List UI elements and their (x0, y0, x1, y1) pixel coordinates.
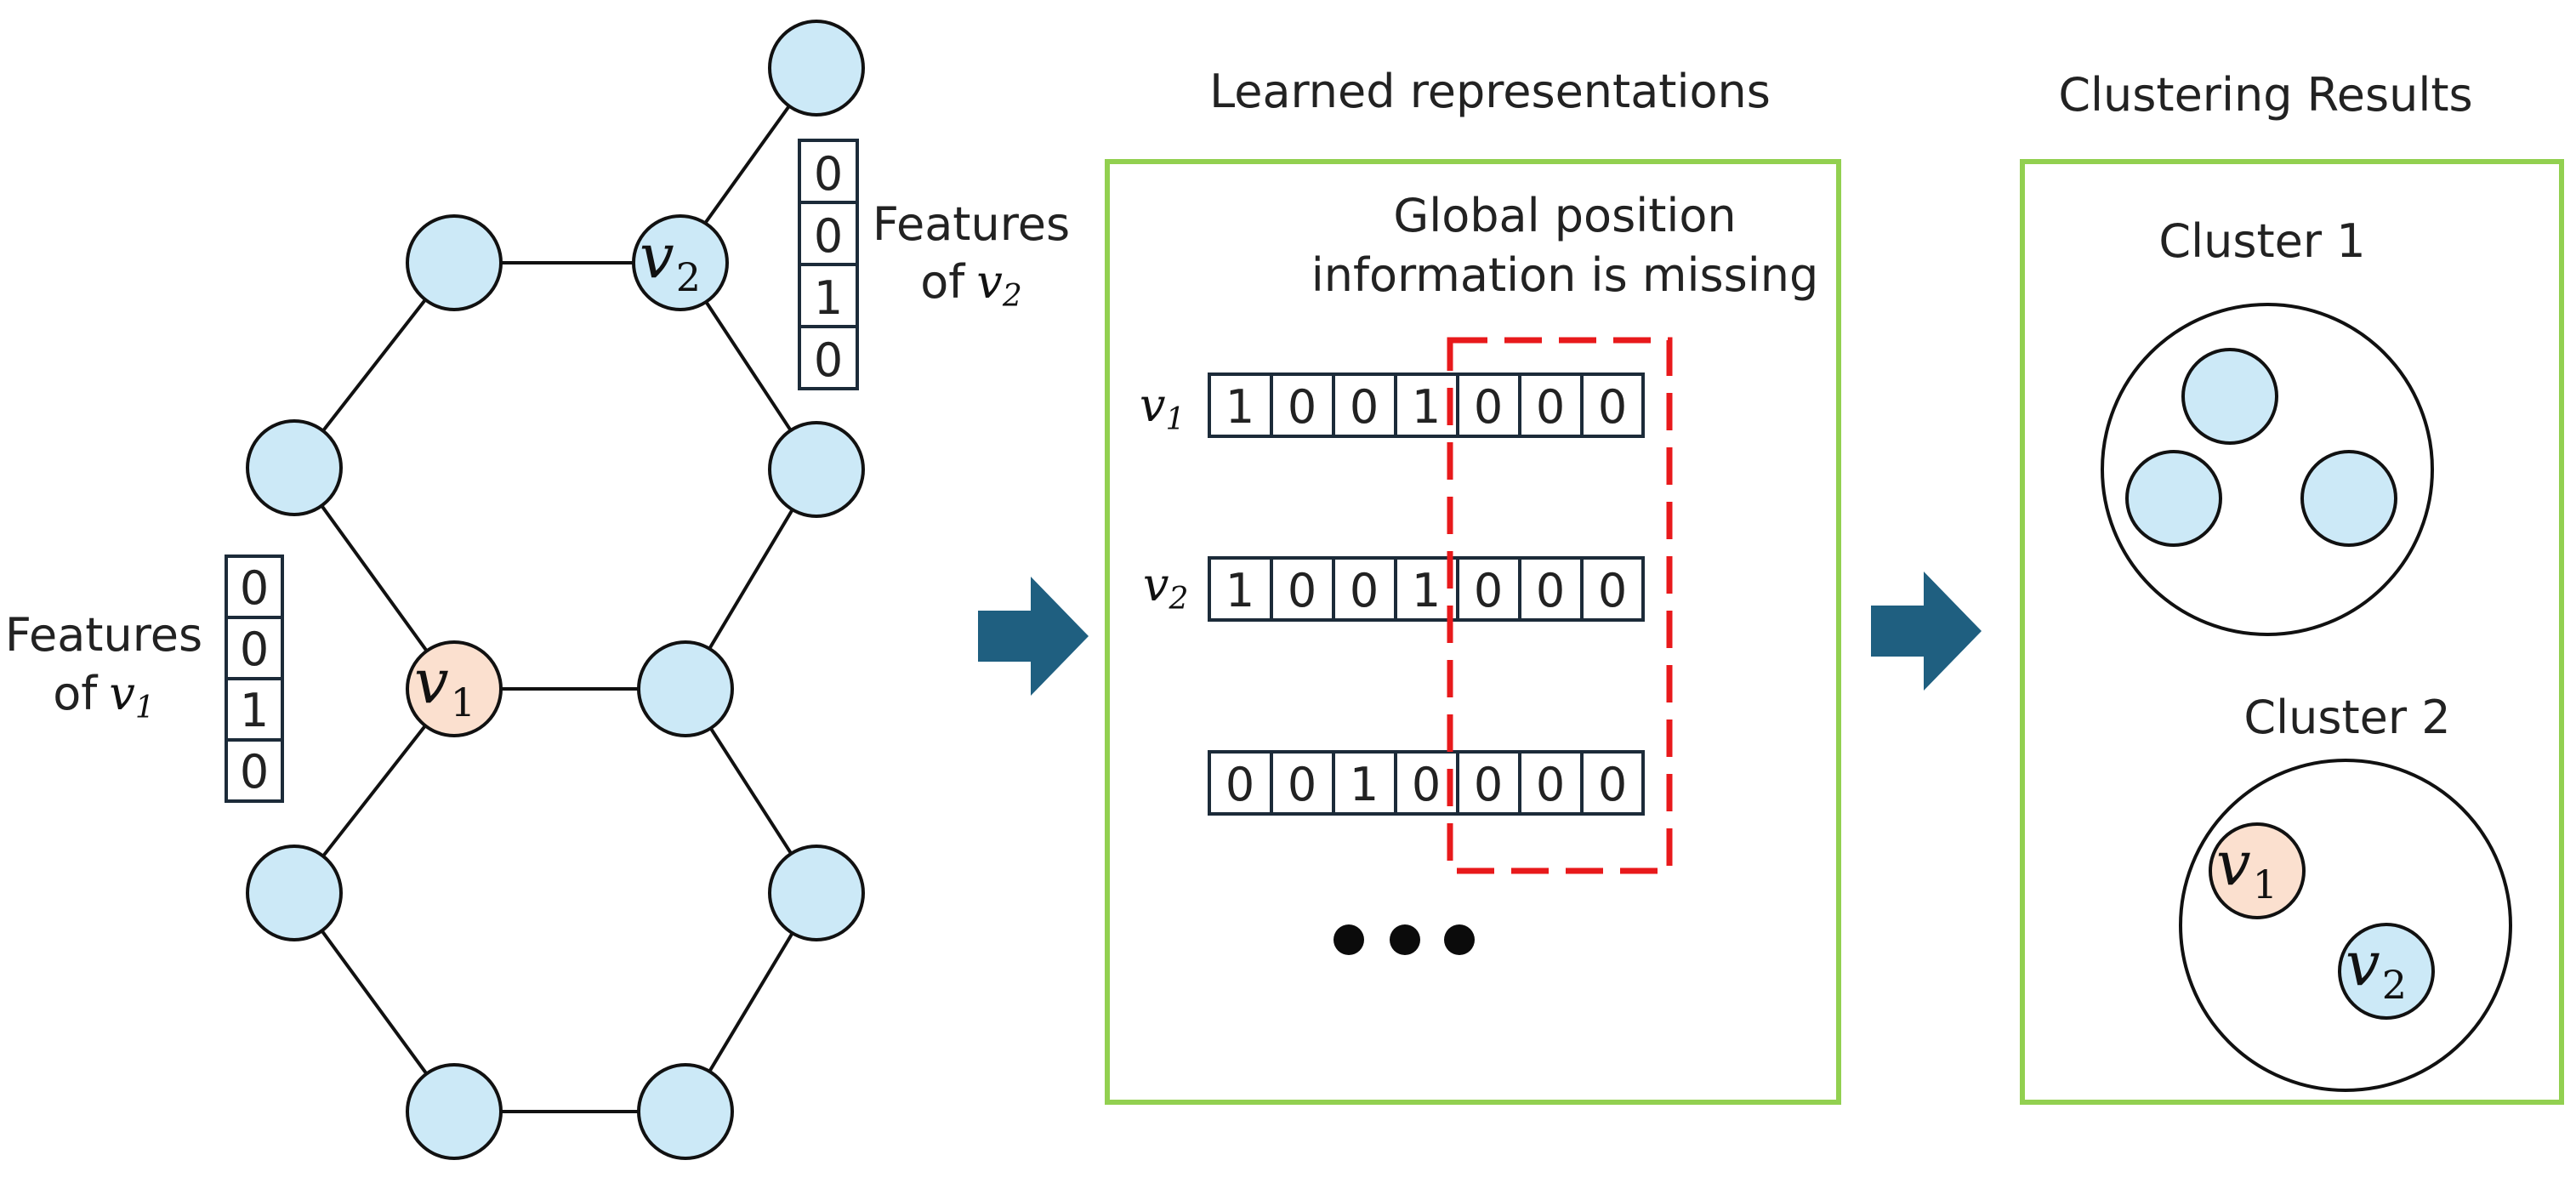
graph-node-v1 (406, 640, 503, 737)
rep-cell: 0 (1598, 758, 1627, 811)
cluster2-label: Cluster 2 (2243, 691, 2450, 744)
graph-node (246, 419, 343, 516)
rep-cell: 0 (1598, 380, 1627, 434)
rep-cell: 1 (1412, 564, 1441, 617)
node-label-v1: v1 (414, 646, 475, 725)
feature-cell: 1 (240, 684, 269, 737)
features-v2-title: Features (873, 197, 1070, 251)
cluster1-label: Cluster 1 (2158, 214, 2365, 268)
graph-node (768, 421, 865, 518)
cluster-node-v2 (2338, 923, 2435, 1020)
feature-cell: 0 (240, 561, 269, 615)
cluster-node (2181, 348, 2278, 445)
rep-cell: 0 (1536, 380, 1565, 434)
feature-cell: 0 (814, 209, 843, 263)
rep-cell: 0 (1412, 758, 1441, 811)
rep-cell: 1 (1225, 564, 1254, 617)
features-v1-title: Features (5, 608, 202, 662)
cluster1-circle (2101, 303, 2434, 636)
clustering-panel (2020, 159, 2564, 1105)
graph-edges (293, 66, 818, 1113)
rep-cell: 0 (1288, 564, 1316, 617)
rep-cell: 1 (1412, 380, 1441, 434)
rep-cell: 0 (1536, 758, 1565, 811)
graph-node (406, 214, 503, 311)
clustering-title: Clustering Results (2058, 68, 2472, 122)
representations-panel (1105, 159, 1841, 1105)
ellipsis-icon (1333, 924, 1475, 955)
representation-row-v1: v1 1 0 0 1 0 0 0 (1140, 373, 1645, 438)
graph-node (768, 20, 865, 117)
graph-node (246, 845, 343, 941)
rep-cell: 0 (1474, 380, 1503, 434)
feature-vector-v2: 0 0 1 0 (798, 139, 859, 390)
graph-node-v2 (632, 214, 729, 311)
feature-cell: 0 (240, 623, 269, 676)
rep-cell: 0 (1225, 758, 1254, 811)
node-label-v2: v2 (640, 220, 701, 300)
cluster-node (2300, 450, 2397, 547)
missing-info-box (1447, 337, 1673, 874)
rep-cell: 0 (1598, 564, 1627, 617)
rep-cell: 1 (1350, 758, 1379, 811)
missing-info-line1: Global position (1393, 189, 1736, 242)
rep-cell: 0 (1474, 564, 1503, 617)
row-label: v2 (1143, 558, 1188, 617)
flow-arrow-icon (1871, 572, 1982, 691)
feature-cell: 1 (814, 271, 843, 325)
graph-node (406, 1063, 503, 1160)
rep-cell: 0 (1350, 380, 1379, 434)
rep-cell: 0 (1288, 758, 1316, 811)
rep-cell: 0 (1536, 564, 1565, 617)
feature-cell: 0 (240, 745, 269, 799)
representation-row-v2: v2 1 0 0 1 0 0 0 (1143, 556, 1645, 622)
feature-cell: 0 (814, 333, 843, 387)
graph-node (768, 845, 865, 941)
representations-title: Learned representations (1209, 65, 1771, 118)
cluster2-circle (2179, 759, 2512, 1092)
graph-nodes (246, 20, 865, 1160)
rep-cell: 1 (1225, 380, 1254, 434)
feature-vector-v1: 0 0 1 0 (225, 555, 284, 803)
rep-cell: 0 (1288, 380, 1316, 434)
rep-cell: 0 (1350, 564, 1379, 617)
flow-arrow-icon (978, 577, 1089, 696)
graph-node (637, 640, 734, 737)
cluster-node-v1-label: v1 (2216, 828, 2277, 907)
cluster-node-v2-label: v2 (2346, 928, 2407, 1008)
cluster-node-v1 (2209, 822, 2306, 919)
missing-info-line2: information is missing (1311, 248, 1819, 302)
cluster-node (2125, 450, 2222, 547)
rep-cell: 0 (1474, 758, 1503, 811)
feature-cell: 0 (814, 147, 843, 201)
representation-row-other: 0 0 1 0 0 0 0 (1208, 750, 1645, 816)
graph-node (637, 1063, 734, 1160)
row-label: v1 (1140, 378, 1185, 437)
